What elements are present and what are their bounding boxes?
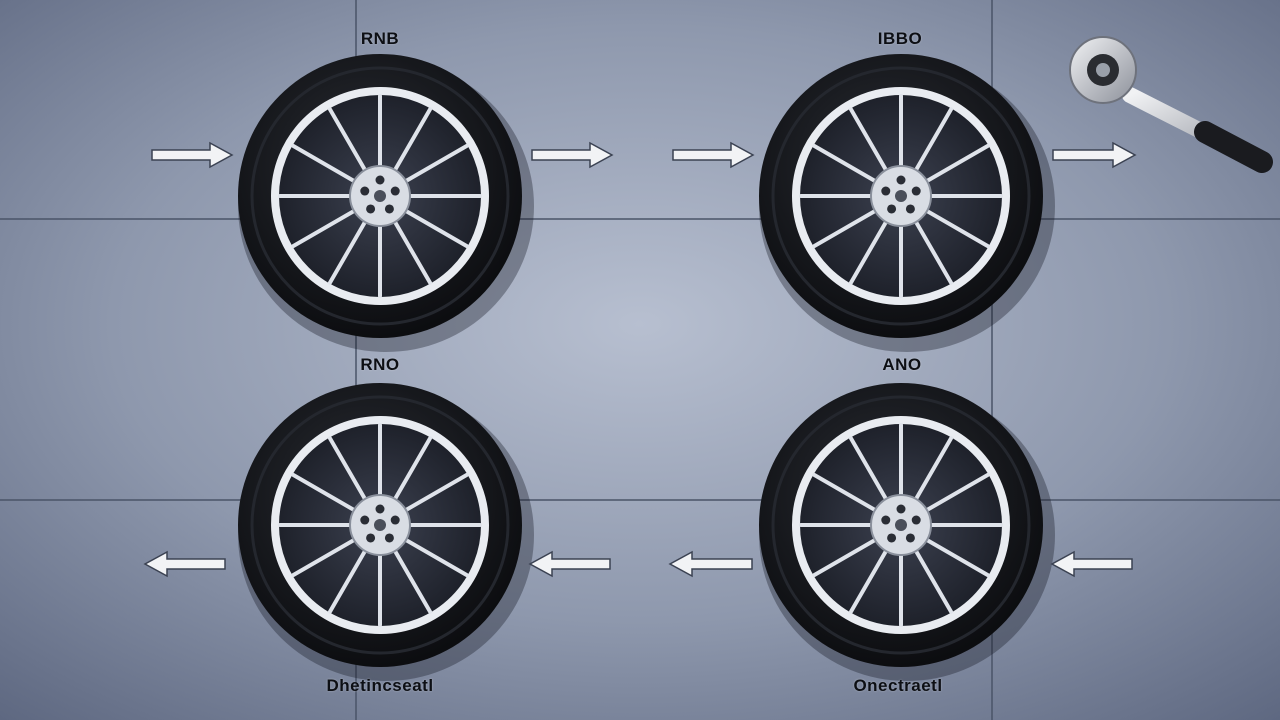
label-bottom-right: Onectraetl: [853, 676, 943, 695]
arrow-right-icon-2: [531, 141, 614, 169]
tire-icon-bottom-right: [759, 383, 1055, 681]
arrow-left-icon-4: [1050, 550, 1133, 578]
arrow-left-icon-1: [143, 550, 226, 578]
arrow-left-icon-3: [668, 550, 753, 578]
label-mid-right: ANO: [882, 355, 922, 374]
tire-icon-top-left: [238, 54, 534, 352]
arrow-right-icon-1: [151, 141, 234, 169]
arrow-right-icon-3: [672, 141, 755, 169]
label-mid-left: RNO: [360, 355, 400, 374]
tire-icon-bottom-left: [238, 383, 534, 681]
label-top-left: RNB: [360, 29, 400, 48]
ratchet-wrench-icon: [1069, 36, 1273, 173]
label-bottom-left: Dhetincseatl: [326, 676, 434, 695]
tire-icon-top-right: [759, 54, 1055, 352]
arrow-right-icon-4: [1052, 141, 1137, 169]
label-top-right: IBBO: [877, 29, 923, 48]
arrow-left-icon-2: [528, 550, 611, 578]
